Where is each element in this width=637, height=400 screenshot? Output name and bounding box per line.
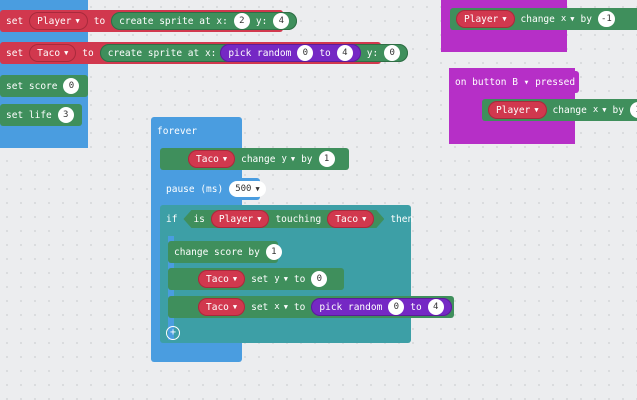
player-dropdown[interactable]: Player▼ xyxy=(456,10,515,28)
taco-set-x-block[interactable]: Taco▼ set x▼ to pick random 0 to 4 xyxy=(168,296,454,318)
set-label: set xyxy=(6,15,24,27)
prop-dropdown[interactable]: x▼ xyxy=(592,105,607,115)
add-else-button[interactable]: + xyxy=(166,326,180,340)
score-input[interactable]: 0 xyxy=(63,78,80,94)
prop-dropdown[interactable]: y▼ xyxy=(281,154,296,164)
player-dropdown[interactable]: Player▼ xyxy=(211,210,270,228)
touching-condition[interactable]: is Player▼ touching Taco▼ xyxy=(183,210,384,228)
score-change-input[interactable]: 1 xyxy=(265,244,282,260)
taco-dropdown[interactable]: Taco▼ xyxy=(198,270,246,288)
set-life-block[interactable]: set life 3 xyxy=(0,104,82,126)
prop-dropdown[interactable]: x▼ xyxy=(274,302,288,312)
set-player-block[interactable]: set Player▼ to create sprite at x: 2 y: … xyxy=(0,10,298,32)
random-min-input[interactable]: 0 xyxy=(297,45,314,61)
taco-dropdown[interactable]: Taco▼ xyxy=(198,298,246,316)
pick-random-block[interactable]: pick random 0 to 4 xyxy=(311,298,452,316)
if-header[interactable]: if is Player▼ touching Taco▼ then xyxy=(160,208,413,230)
taco-dropdown[interactable]: Taco▼ xyxy=(188,150,236,168)
y-input[interactable]: 4 xyxy=(273,13,290,29)
random-max-input[interactable]: 4 xyxy=(427,299,444,315)
create-sprite-block[interactable]: create sprite at x: 2 y: 4 xyxy=(111,12,298,30)
prop-dropdown[interactable]: x▼ xyxy=(560,14,575,24)
player-dropdown[interactable]: Player▼ xyxy=(488,101,547,119)
to-label: to xyxy=(82,47,94,59)
pause-dropdown[interactable]: 500▼ xyxy=(229,181,266,197)
life-input[interactable]: 3 xyxy=(57,107,74,123)
random-min-input[interactable]: 0 xyxy=(388,299,405,315)
pause-block[interactable]: pause (ms) 500▼ xyxy=(160,178,266,200)
create-sprite-block[interactable]: create sprite at x: pick random 0 to 4 y… xyxy=(99,44,409,62)
prop-dropdown[interactable]: y▼ xyxy=(274,274,288,284)
set-score-block[interactable]: set score 0 xyxy=(0,75,88,97)
change-score-block[interactable]: change score by 1 xyxy=(168,241,282,263)
player-var-dropdown[interactable]: Player▼ xyxy=(29,12,88,30)
pick-random-block[interactable]: pick random 0 to 4 xyxy=(220,44,361,62)
y-input[interactable]: 0 xyxy=(384,45,401,61)
plus-icon[interactable]: + xyxy=(166,326,180,340)
change-input[interactable]: -1 xyxy=(597,11,615,27)
taco-set-y-block[interactable]: Taco▼ set y▼ to 0 xyxy=(168,268,344,290)
random-max-input[interactable]: 4 xyxy=(336,45,353,61)
set-y-input[interactable]: 0 xyxy=(311,271,328,287)
player-change-x-block[interactable]: Player▼ change x▼ by -1 xyxy=(450,8,637,30)
on-button-b-header[interactable]: on button B ▾ pressed xyxy=(449,71,579,93)
forever-header[interactable]: forever xyxy=(151,120,242,142)
to-label: to xyxy=(93,15,106,27)
taco-change-y-block[interactable]: Taco▼ change y▼ by 1 xyxy=(160,148,349,170)
set-label: set xyxy=(6,47,24,59)
taco-var-dropdown[interactable]: Taco▼ xyxy=(29,44,77,62)
set-taco-block[interactable]: set Taco▼ to create sprite at x: pick ra… xyxy=(0,42,409,64)
change-input[interactable]: 1 xyxy=(318,151,335,167)
taco-dropdown[interactable]: Taco▼ xyxy=(327,210,374,228)
change-input[interactable]: 1 xyxy=(629,102,637,118)
x-input[interactable]: 2 xyxy=(233,13,250,29)
player-change-x-block-b[interactable]: Player▼ change x▼ by 1 xyxy=(482,99,637,121)
